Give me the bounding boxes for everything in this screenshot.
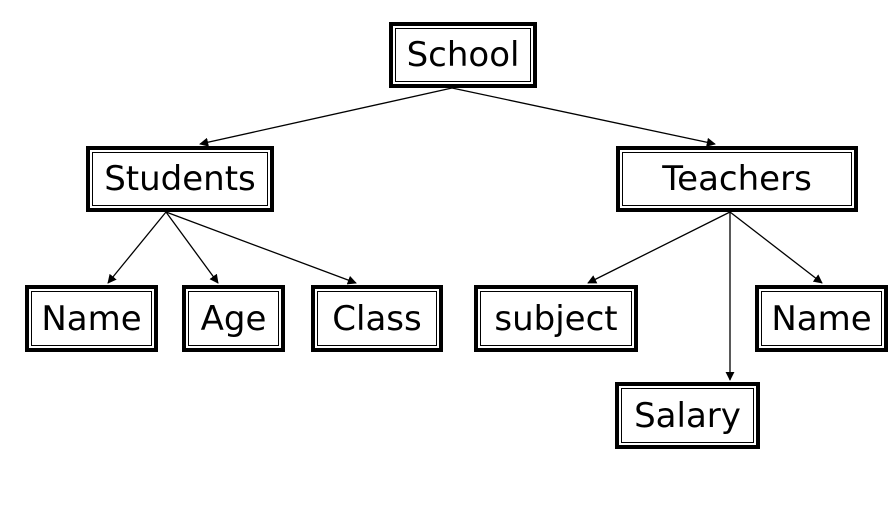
edge-school-students bbox=[199, 87, 453, 147]
node-student-age: Age bbox=[182, 285, 285, 352]
node-school: School bbox=[389, 22, 537, 88]
edge-teachers-subject bbox=[587, 211, 731, 284]
edge-students-name bbox=[107, 211, 167, 284]
node-teacher-name-label: Name bbox=[761, 291, 882, 346]
node-teacher-salary-label: Salary bbox=[621, 388, 754, 443]
edge-school-teachers bbox=[451, 87, 716, 147]
node-teacher-salary: Salary bbox=[615, 382, 760, 449]
edge-teachers-name bbox=[729, 211, 823, 284]
node-student-age-label: Age bbox=[188, 291, 279, 346]
edge-students-class bbox=[165, 211, 357, 285]
node-student-class: Class bbox=[311, 285, 443, 352]
node-teacher-subject-label: subject bbox=[480, 291, 632, 346]
node-student-name-label: Name bbox=[31, 291, 152, 346]
node-teachers-label: Teachers bbox=[622, 152, 852, 206]
node-teacher-name: Name bbox=[755, 285, 888, 352]
node-teacher-subject: subject bbox=[474, 285, 638, 352]
node-students-label: Students bbox=[92, 152, 268, 206]
node-student-name: Name bbox=[25, 285, 158, 352]
node-student-class-label: Class bbox=[317, 291, 437, 346]
edge-students-age bbox=[165, 211, 219, 284]
node-school-label: School bbox=[395, 28, 531, 82]
node-students: Students bbox=[86, 146, 274, 212]
node-teachers: Teachers bbox=[616, 146, 858, 212]
